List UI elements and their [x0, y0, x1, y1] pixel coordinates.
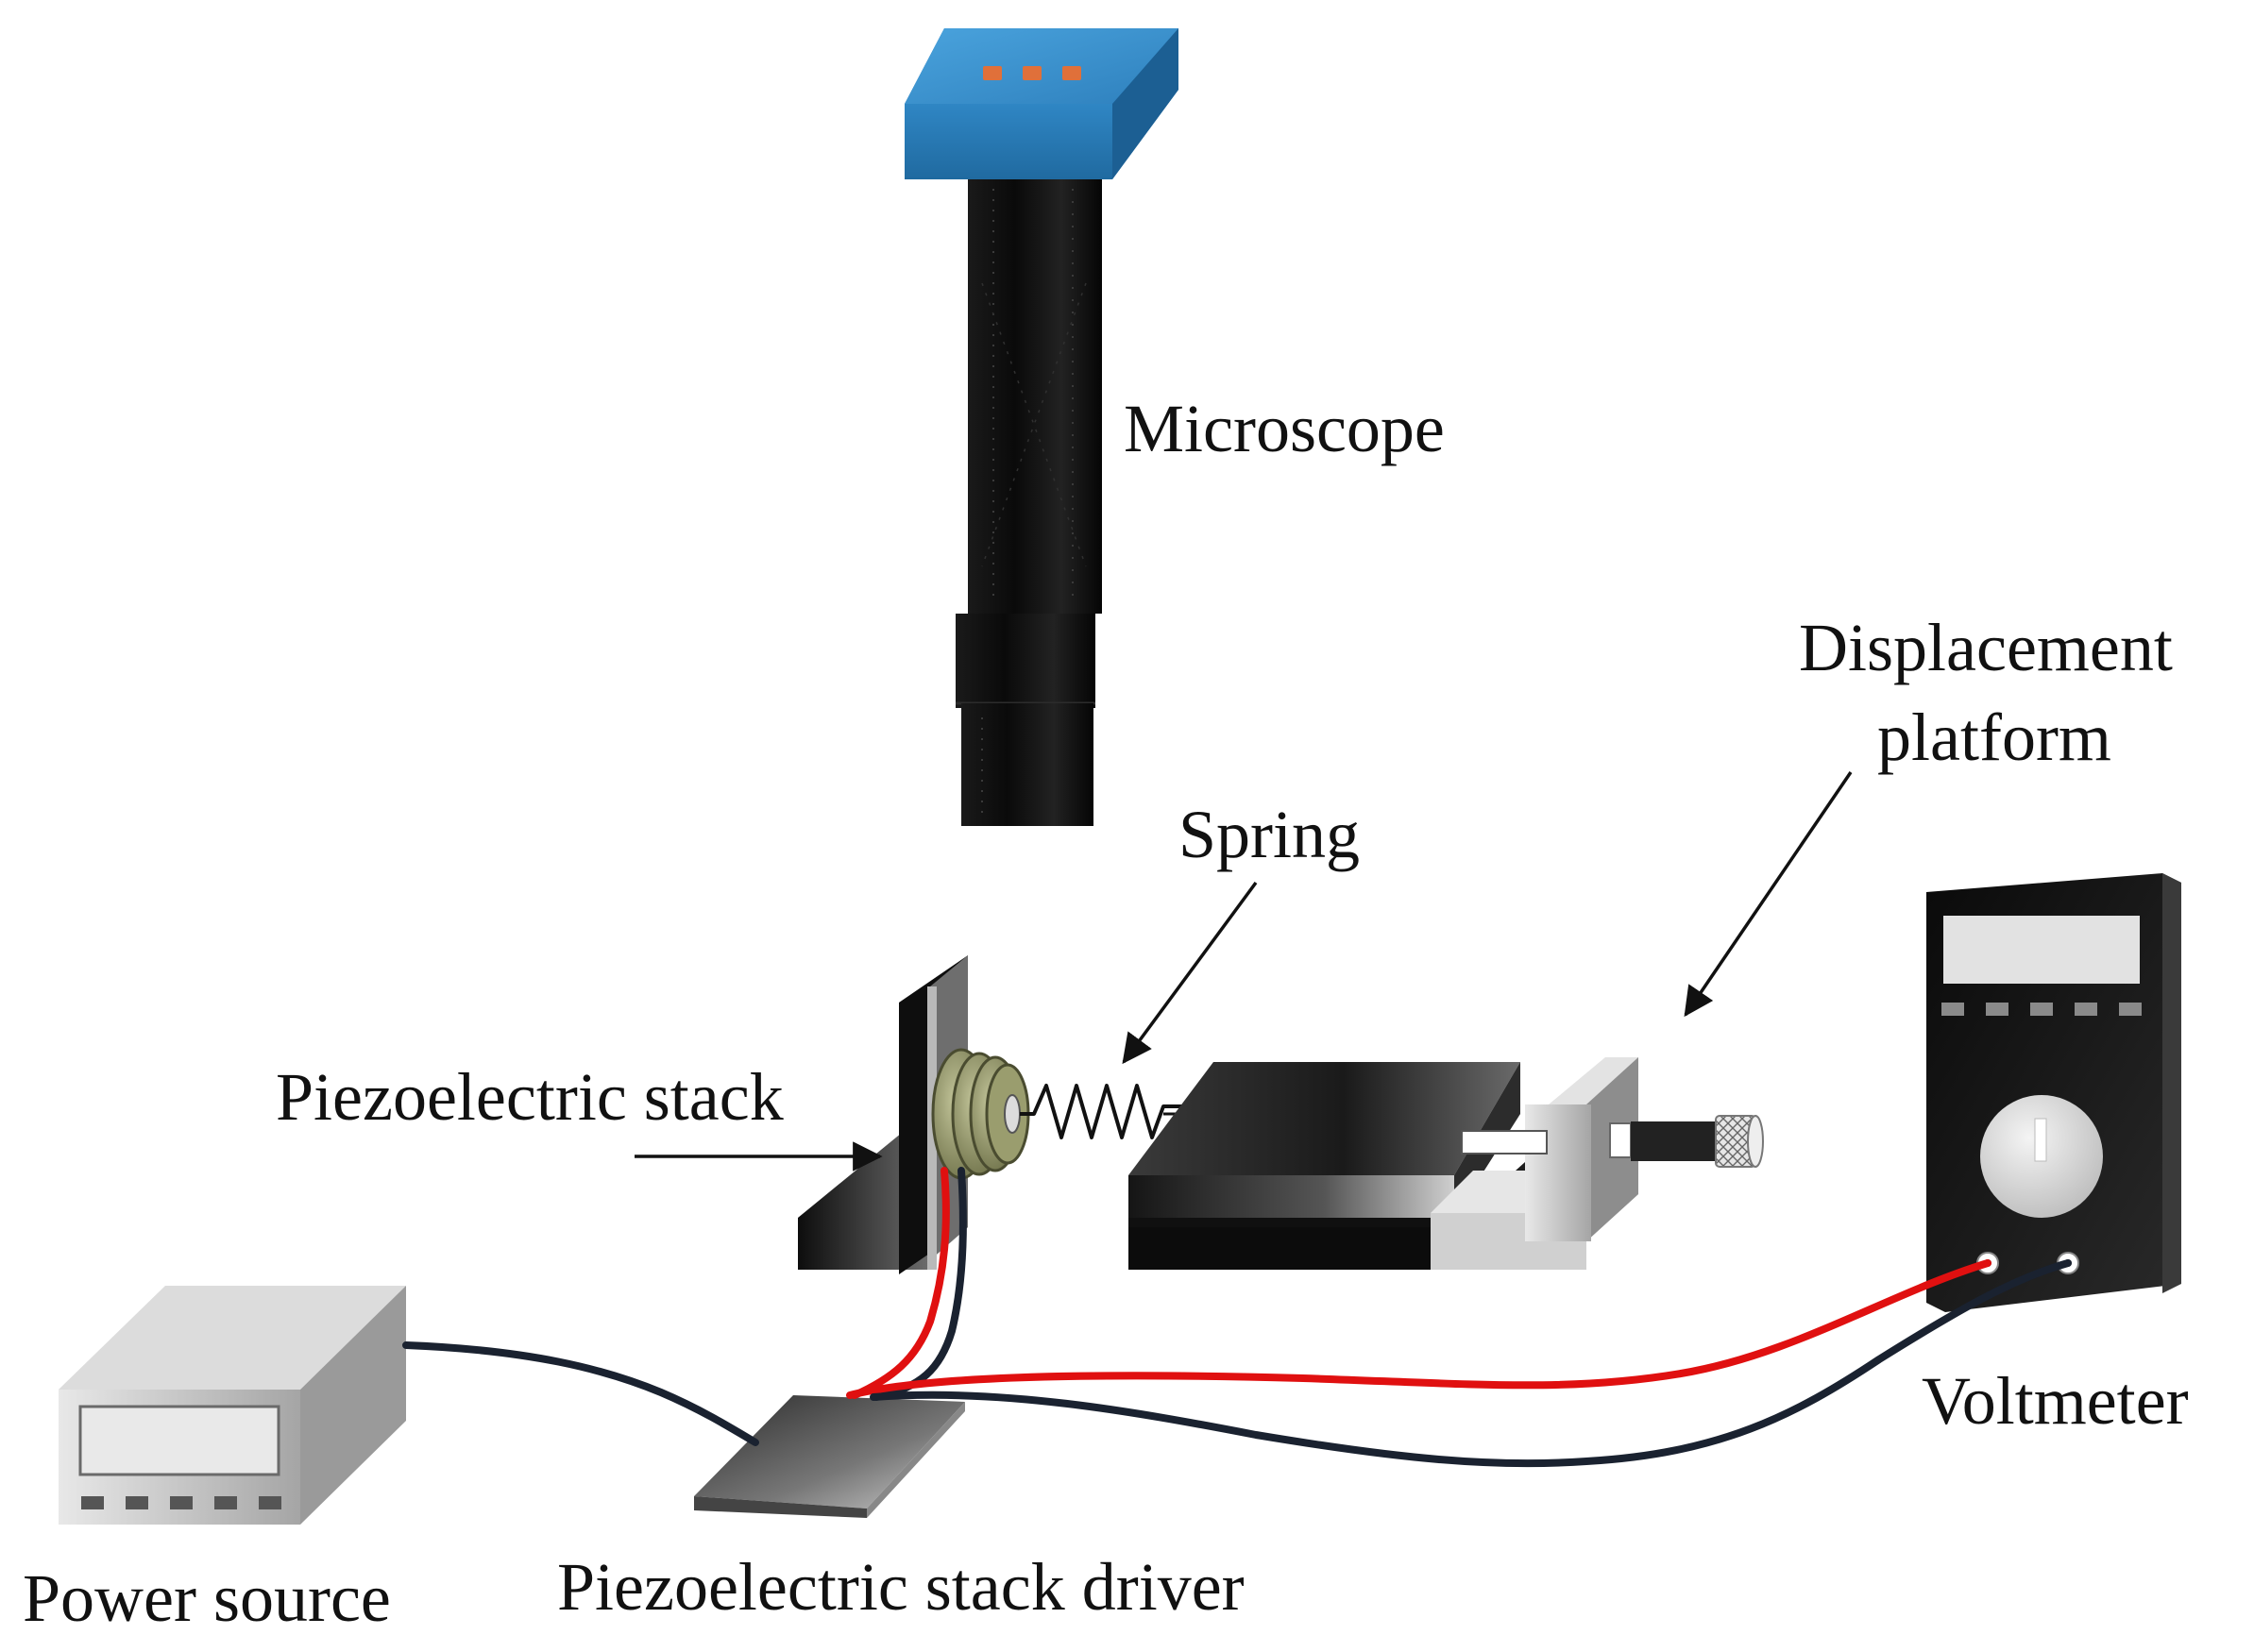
wire-power-to-driver: [402, 1341, 759, 1446]
piezo-coil: [931, 1048, 1030, 1180]
power-source-buttons: [81, 1496, 281, 1509]
power-source: [59, 1286, 406, 1525]
label-power-source: Power source: [23, 1560, 391, 1636]
wires: [402, 1167, 2072, 1468]
arrow-displacement-platform: [1684, 771, 1853, 1018]
displacement-platform: [1128, 1057, 1764, 1270]
voltmeter-display: [1943, 916, 2140, 984]
wire-red-coil-to-driver: [851, 1167, 950, 1399]
voltmeter: [1926, 873, 2181, 1312]
arrow-spring: [1122, 881, 1258, 1065]
labels: Microscope Displacement platform Spring …: [23, 391, 2189, 1636]
label-piezoelectric-stack: Piezoelectric stack: [276, 1059, 784, 1135]
microscope-tube: [956, 179, 1102, 826]
piezoelectric-stack-driver: [694, 1395, 965, 1518]
label-spring: Spring: [1178, 797, 1360, 872]
microscope-camera-head: [905, 28, 1178, 179]
pointer-arrows: [635, 771, 1853, 1172]
wire-black-driver-to-voltmeter: [870, 1259, 2072, 1468]
label-microscope: Microscope: [1124, 391, 1445, 466]
microscope: [905, 28, 1178, 826]
voltmeter-selector-knob: [1980, 1095, 2103, 1218]
label-piezoelectric-stack-driver: Piezoelectric stack driver: [557, 1549, 1245, 1625]
platform-micrometer-screw: [1609, 1115, 1764, 1168]
label-voltmeter: Voltmeter: [1922, 1363, 2189, 1439]
wire-red-driver-to-voltmeter: [846, 1259, 1991, 1399]
piezoelectric-stack-assembly: [798, 955, 1030, 1274]
voltmeter-buttons: [1941, 1003, 2142, 1016]
label-displacement-platform-line1: Displacement: [1799, 610, 2173, 685]
power-source-display: [78, 1405, 280, 1476]
label-displacement-platform-line2: platform: [1877, 700, 2111, 775]
microscope-indicator-leds: [983, 66, 1081, 80]
